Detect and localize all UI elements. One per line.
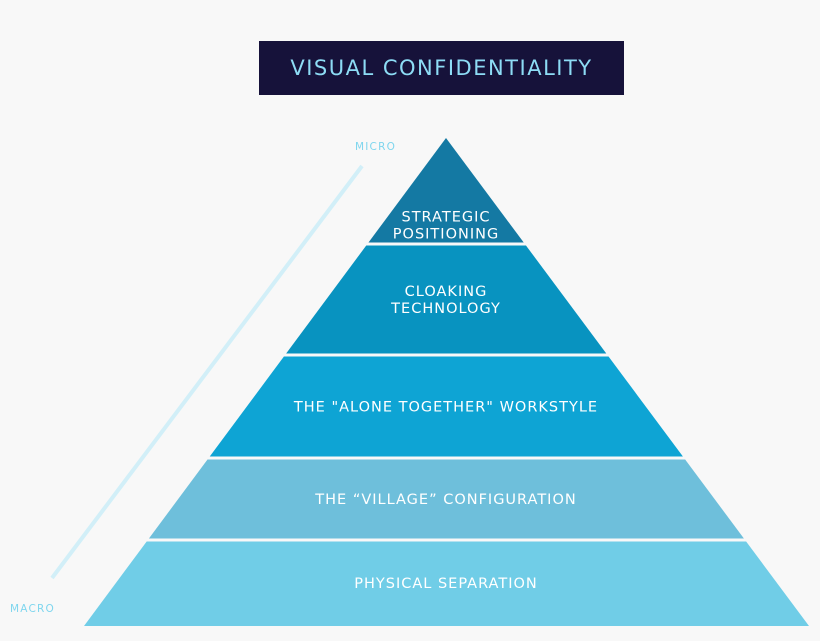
tier-2-label-line-1: CLOAKING xyxy=(405,284,488,300)
page-title: VISUAL CONFIDENTIALITY xyxy=(290,56,593,80)
tier-3-label-line-1: THE "ALONE TOGETHER" WORKSTYLE xyxy=(293,400,598,416)
title-banner: VISUAL CONFIDENTIALITY xyxy=(259,41,624,95)
pyramid-tier-2 xyxy=(286,245,607,354)
pyramid-tier-5 xyxy=(84,541,809,626)
pyramid-tier-3 xyxy=(209,356,683,457)
tier-1-label-line-2: POSITIONING xyxy=(393,227,499,243)
pyramid-tier-1 xyxy=(368,138,524,243)
pyramid-tier-4 xyxy=(148,459,744,539)
scale-macro-label: MACRO xyxy=(10,603,55,615)
micro-macro-scale-line xyxy=(50,164,364,580)
tier-4-label-line-1: THE “VILLAGE” CONFIGURATION xyxy=(314,492,576,508)
tier-2-label-line-2: TECHNOLOGY xyxy=(390,301,501,317)
tier-1-label-line-1: STRATEGIC xyxy=(402,210,491,226)
scale-micro-label: MICRO xyxy=(355,141,397,153)
tier-5-label-line-1: PHYSICAL SEPARATION xyxy=(354,576,538,592)
